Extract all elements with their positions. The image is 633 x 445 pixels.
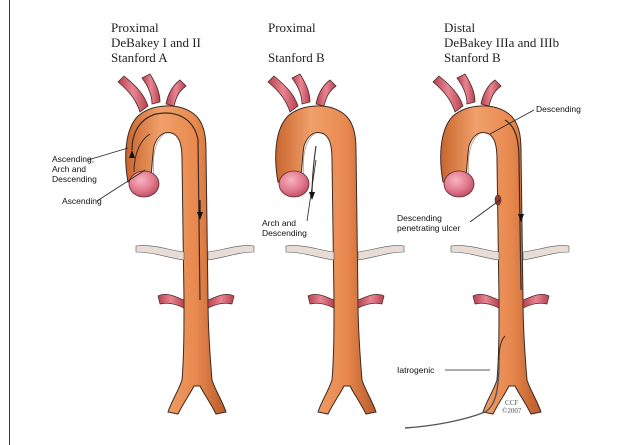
ccf-year: ©2007 xyxy=(502,407,521,415)
label-line: Descending xyxy=(52,174,97,184)
label-line: Arch and xyxy=(262,218,307,228)
aorta-illustration-1 xyxy=(118,74,254,414)
label-line: penetrating ulcer xyxy=(397,223,460,233)
label-descending: Descending xyxy=(536,104,581,114)
label-iatrogenic: Iatrogenic xyxy=(397,365,434,375)
ccf-signature: CCF ©2007 xyxy=(502,399,521,415)
label-line: Iatrogenic xyxy=(397,365,434,375)
label-line: Ascending, xyxy=(52,154,97,164)
label-line: Descending xyxy=(536,104,581,114)
label-line: Descending xyxy=(262,228,307,238)
aorta-illustration-2 xyxy=(268,74,404,414)
label-arch-and-descending: Arch and Descending xyxy=(262,218,307,238)
label-ascending: Ascending xyxy=(62,196,102,206)
label-line: Descending xyxy=(397,213,460,223)
label-line: Ascending xyxy=(62,196,102,206)
label-ascending-arch-descending: Ascending, Arch and Descending xyxy=(52,154,97,184)
label-line: Arch and xyxy=(52,164,97,174)
ccf-mark: CCF xyxy=(502,399,521,407)
label-descending-penetrating-ulcer: Descending penetrating ulcer xyxy=(397,213,460,233)
